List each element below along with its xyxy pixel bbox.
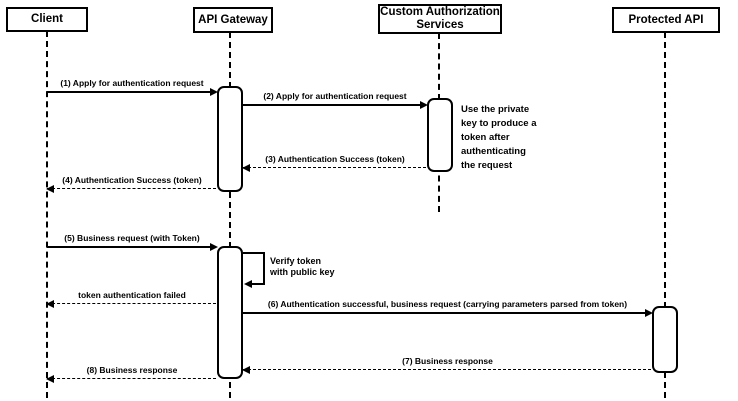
- note-line: token after: [461, 132, 510, 143]
- self-message-label-line: Verify token: [270, 256, 322, 266]
- participant-custom-authorization-services: Custom Authorization Services: [378, 4, 502, 34]
- message-label: token authentication failed: [78, 290, 186, 300]
- message-line: [47, 91, 216, 93]
- arrowhead-left-icon: [242, 366, 250, 374]
- self-message-label: Verify token with public key: [270, 256, 335, 278]
- note-line: Use the private: [461, 104, 530, 115]
- arrowhead-right-icon: [210, 243, 218, 251]
- message-line: [243, 167, 426, 168]
- message-line: [47, 303, 216, 304]
- lifeline-protected-api: [664, 32, 666, 398]
- arrowhead-left-icon: [46, 375, 54, 383]
- participant-api-gateway: API Gateway: [193, 7, 273, 33]
- participant-protected-api: Protected API: [612, 7, 720, 33]
- arrowhead-left-icon: [46, 185, 54, 193]
- activation-protected-api: [652, 306, 678, 373]
- activation-api-gateway-1: [217, 86, 243, 192]
- lifeline-api-gateway: [229, 32, 231, 398]
- activation-custom-authorization-services: [427, 98, 453, 172]
- note-text: Use the private key to produce a token a…: [461, 103, 537, 173]
- self-message-loop-top: [243, 252, 265, 254]
- message-label: (6) Authentication successful, business …: [267, 299, 628, 309]
- message-line: [47, 188, 216, 189]
- message-line: [243, 312, 651, 314]
- message-label: (7) Business response: [402, 356, 493, 366]
- arrowhead-left-icon: [46, 300, 54, 308]
- message-label: (1) Apply for authentication request: [60, 78, 204, 88]
- self-message-loop-bottom: [251, 283, 265, 285]
- note-line: authenticating: [461, 146, 526, 157]
- message-line: [243, 369, 651, 370]
- message-label: (5) Business request (with Token): [64, 233, 200, 243]
- participant-label: Client: [31, 13, 63, 25]
- arrowhead-right-icon: [210, 88, 218, 96]
- message-label: (8) Business response: [86, 365, 178, 375]
- arrowhead-right-icon: [420, 101, 428, 109]
- lifeline-client: [46, 31, 48, 398]
- note-line: key to produce a: [461, 118, 537, 129]
- arrowhead-left-icon: [242, 164, 250, 172]
- message-line: [243, 104, 426, 106]
- note-line: the request: [461, 160, 513, 171]
- arrowhead-left-icon: [244, 280, 252, 288]
- activation-api-gateway-2: [217, 246, 243, 379]
- arrowhead-right-icon: [645, 309, 653, 317]
- message-label: (4) Authentication Success (token): [62, 175, 202, 185]
- message-label: (3) Authentication Success (token): [265, 154, 405, 164]
- self-message-label-line: with public key: [270, 267, 335, 277]
- message-label: (2) Apply for authentication request: [263, 91, 407, 101]
- participant-client: Client: [6, 7, 88, 32]
- participant-label: API Gateway: [198, 13, 268, 26]
- participant-label: Custom Authorization Services: [380, 6, 500, 31]
- message-line: [47, 246, 216, 248]
- message-line: [47, 378, 216, 379]
- participant-label: Protected API: [628, 13, 704, 26]
- self-message-loop-right: [263, 252, 265, 285]
